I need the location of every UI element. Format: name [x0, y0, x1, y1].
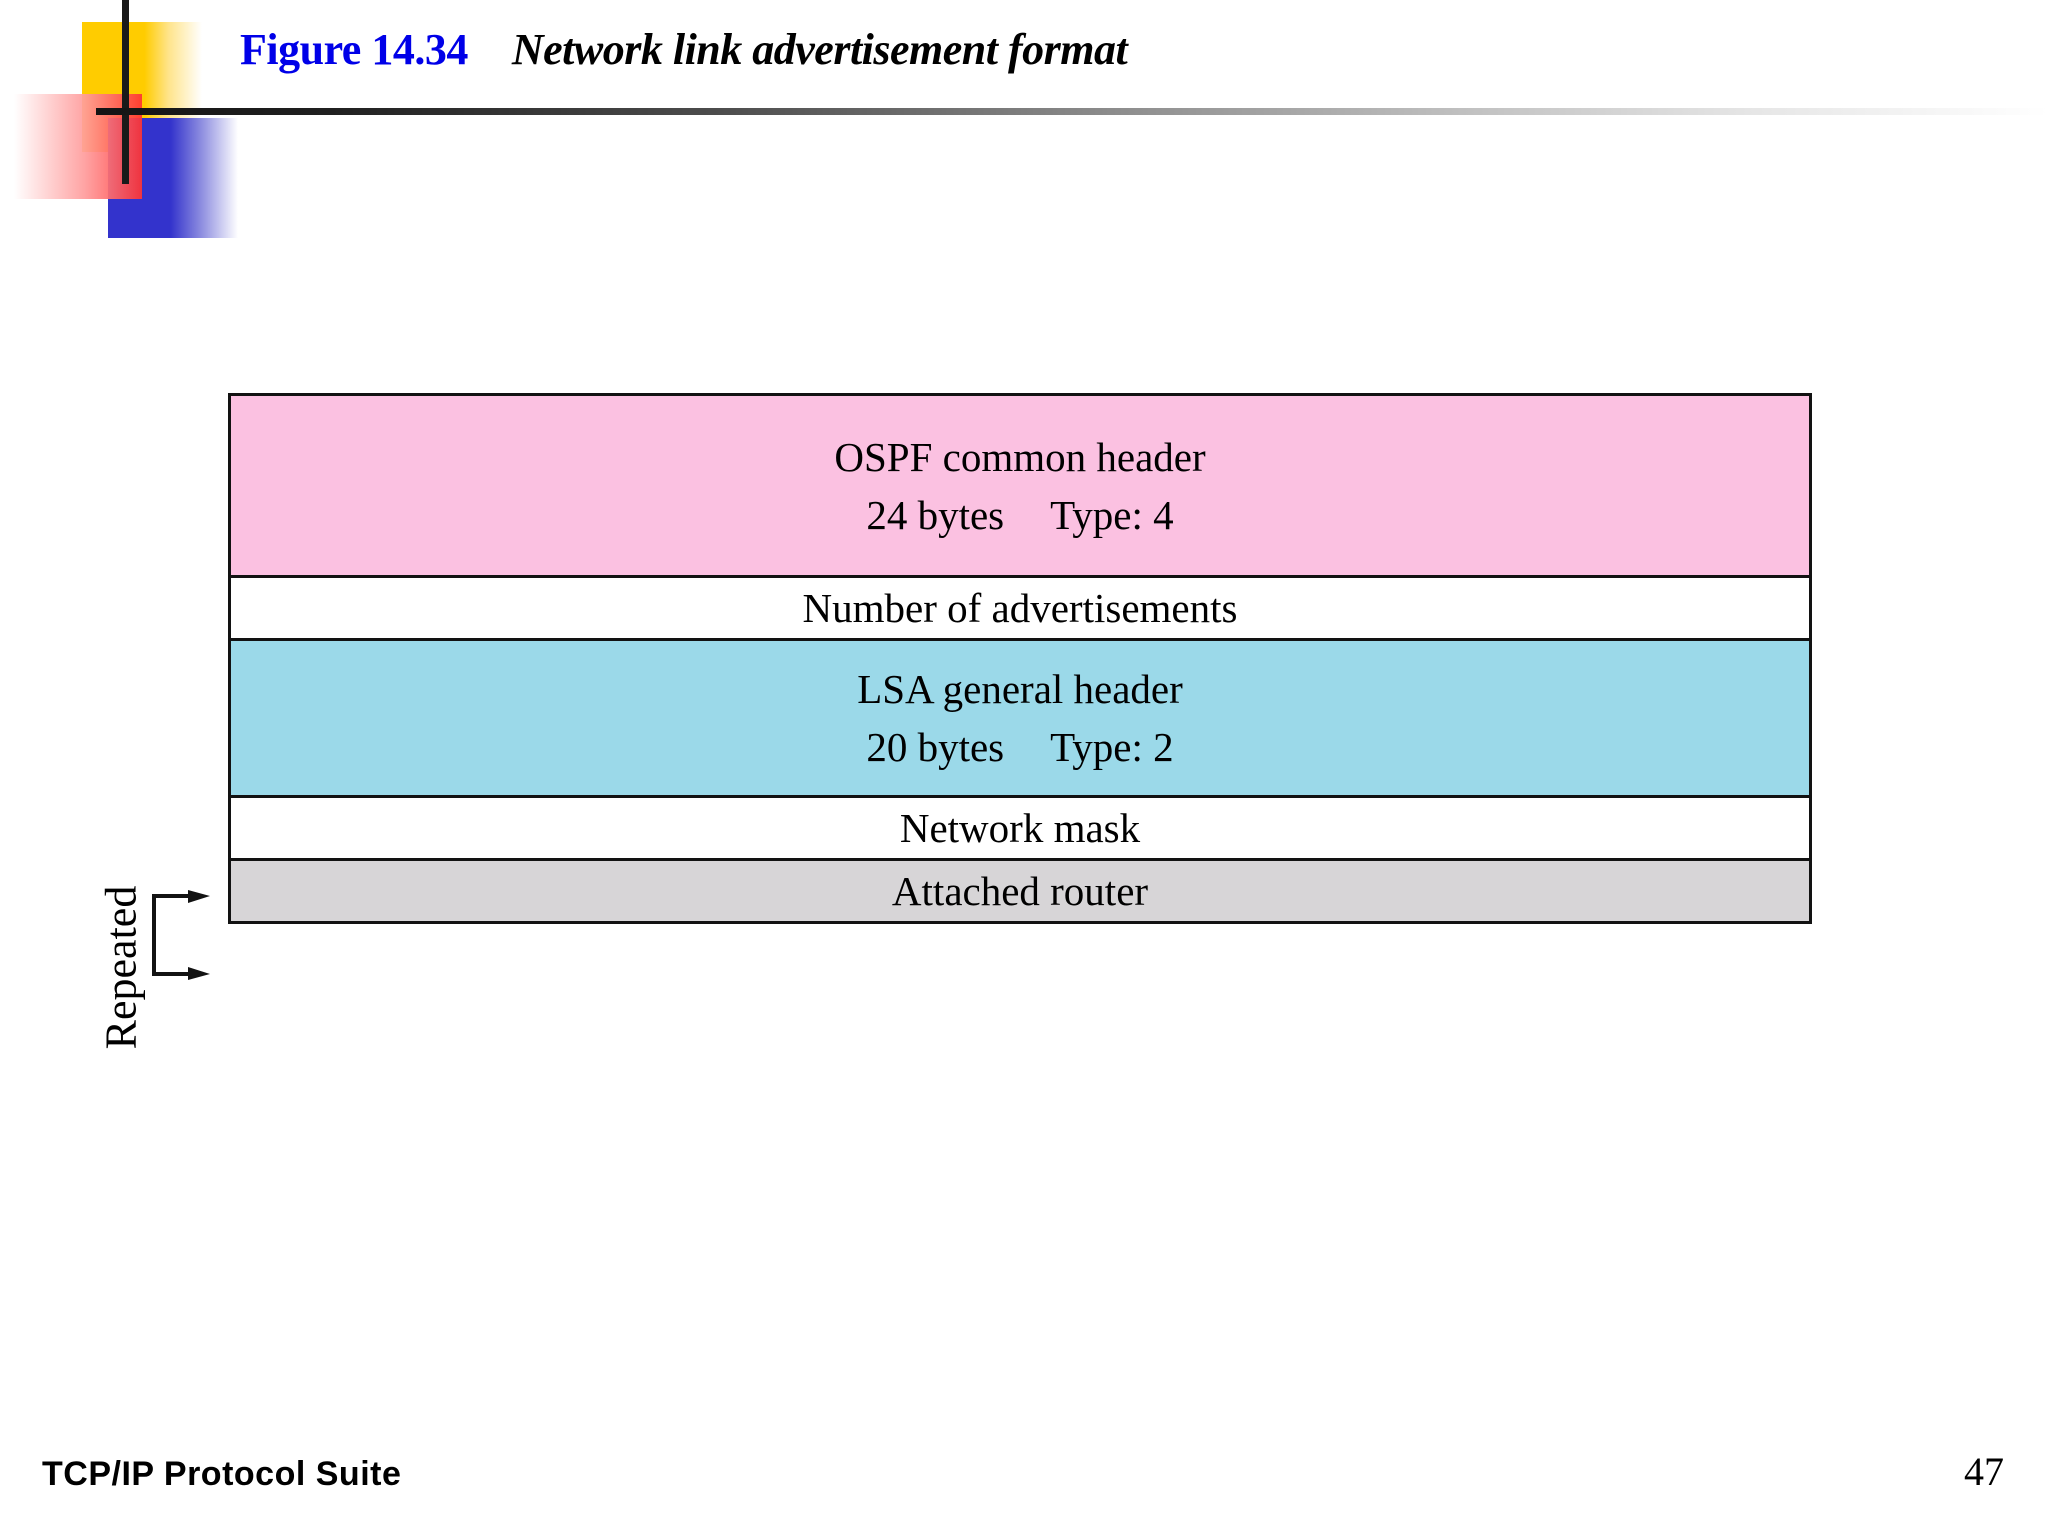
field-type: Type: 4: [1050, 491, 1174, 538]
packet-format-diagram: OSPF common header 24 bytes Type: 4 Numbe…: [228, 393, 1812, 924]
figure-number: Figure 14.34: [240, 25, 468, 74]
field-network-mask: Network mask: [228, 795, 1812, 861]
vertical-rule-decoration: [122, 0, 129, 184]
field-number-of-advertisements: Number of advertisements: [228, 575, 1812, 641]
repeated-bracket-arrows-icon: [152, 890, 210, 980]
field-label-line2: 20 bytes Type: 2: [866, 718, 1173, 776]
horizontal-rule-decoration: [96, 108, 2048, 115]
field-lsa-general-header: LSA general header 20 bytes Type: 2: [228, 638, 1812, 798]
field-label-line1: LSA general header: [857, 666, 1183, 712]
field-ospf-common-header: OSPF common header 24 bytes Type: 4: [228, 393, 1812, 578]
figure-caption: Network link advertisement format: [511, 25, 1128, 74]
field-bytes: 24 bytes: [866, 491, 1005, 538]
field-label-line2: 24 bytes Type: 4: [866, 486, 1173, 544]
field-type: Type: 2: [1050, 724, 1174, 770]
repeated-label: Repeated: [96, 885, 146, 1050]
page-title: Figure 14.34 Network link advertisement f…: [240, 22, 1128, 78]
footer-book-title: TCP/IP Protocol Suite: [42, 1455, 402, 1493]
repeated-annotation-group: Repeated: [78, 886, 248, 1090]
field-label-line1: Network mask: [899, 805, 1141, 851]
field-bytes: 20 bytes: [866, 724, 1005, 770]
field-label-line1: Number of advertisements: [802, 585, 1238, 631]
field-label-line1: OSPF common header: [834, 433, 1206, 480]
logo-decoration: [0, 0, 300, 240]
field-attached-router: Attached router: [228, 858, 1812, 924]
footer-page-number: 47: [1964, 1449, 2004, 1494]
field-label-line1: Attached router: [891, 868, 1149, 914]
